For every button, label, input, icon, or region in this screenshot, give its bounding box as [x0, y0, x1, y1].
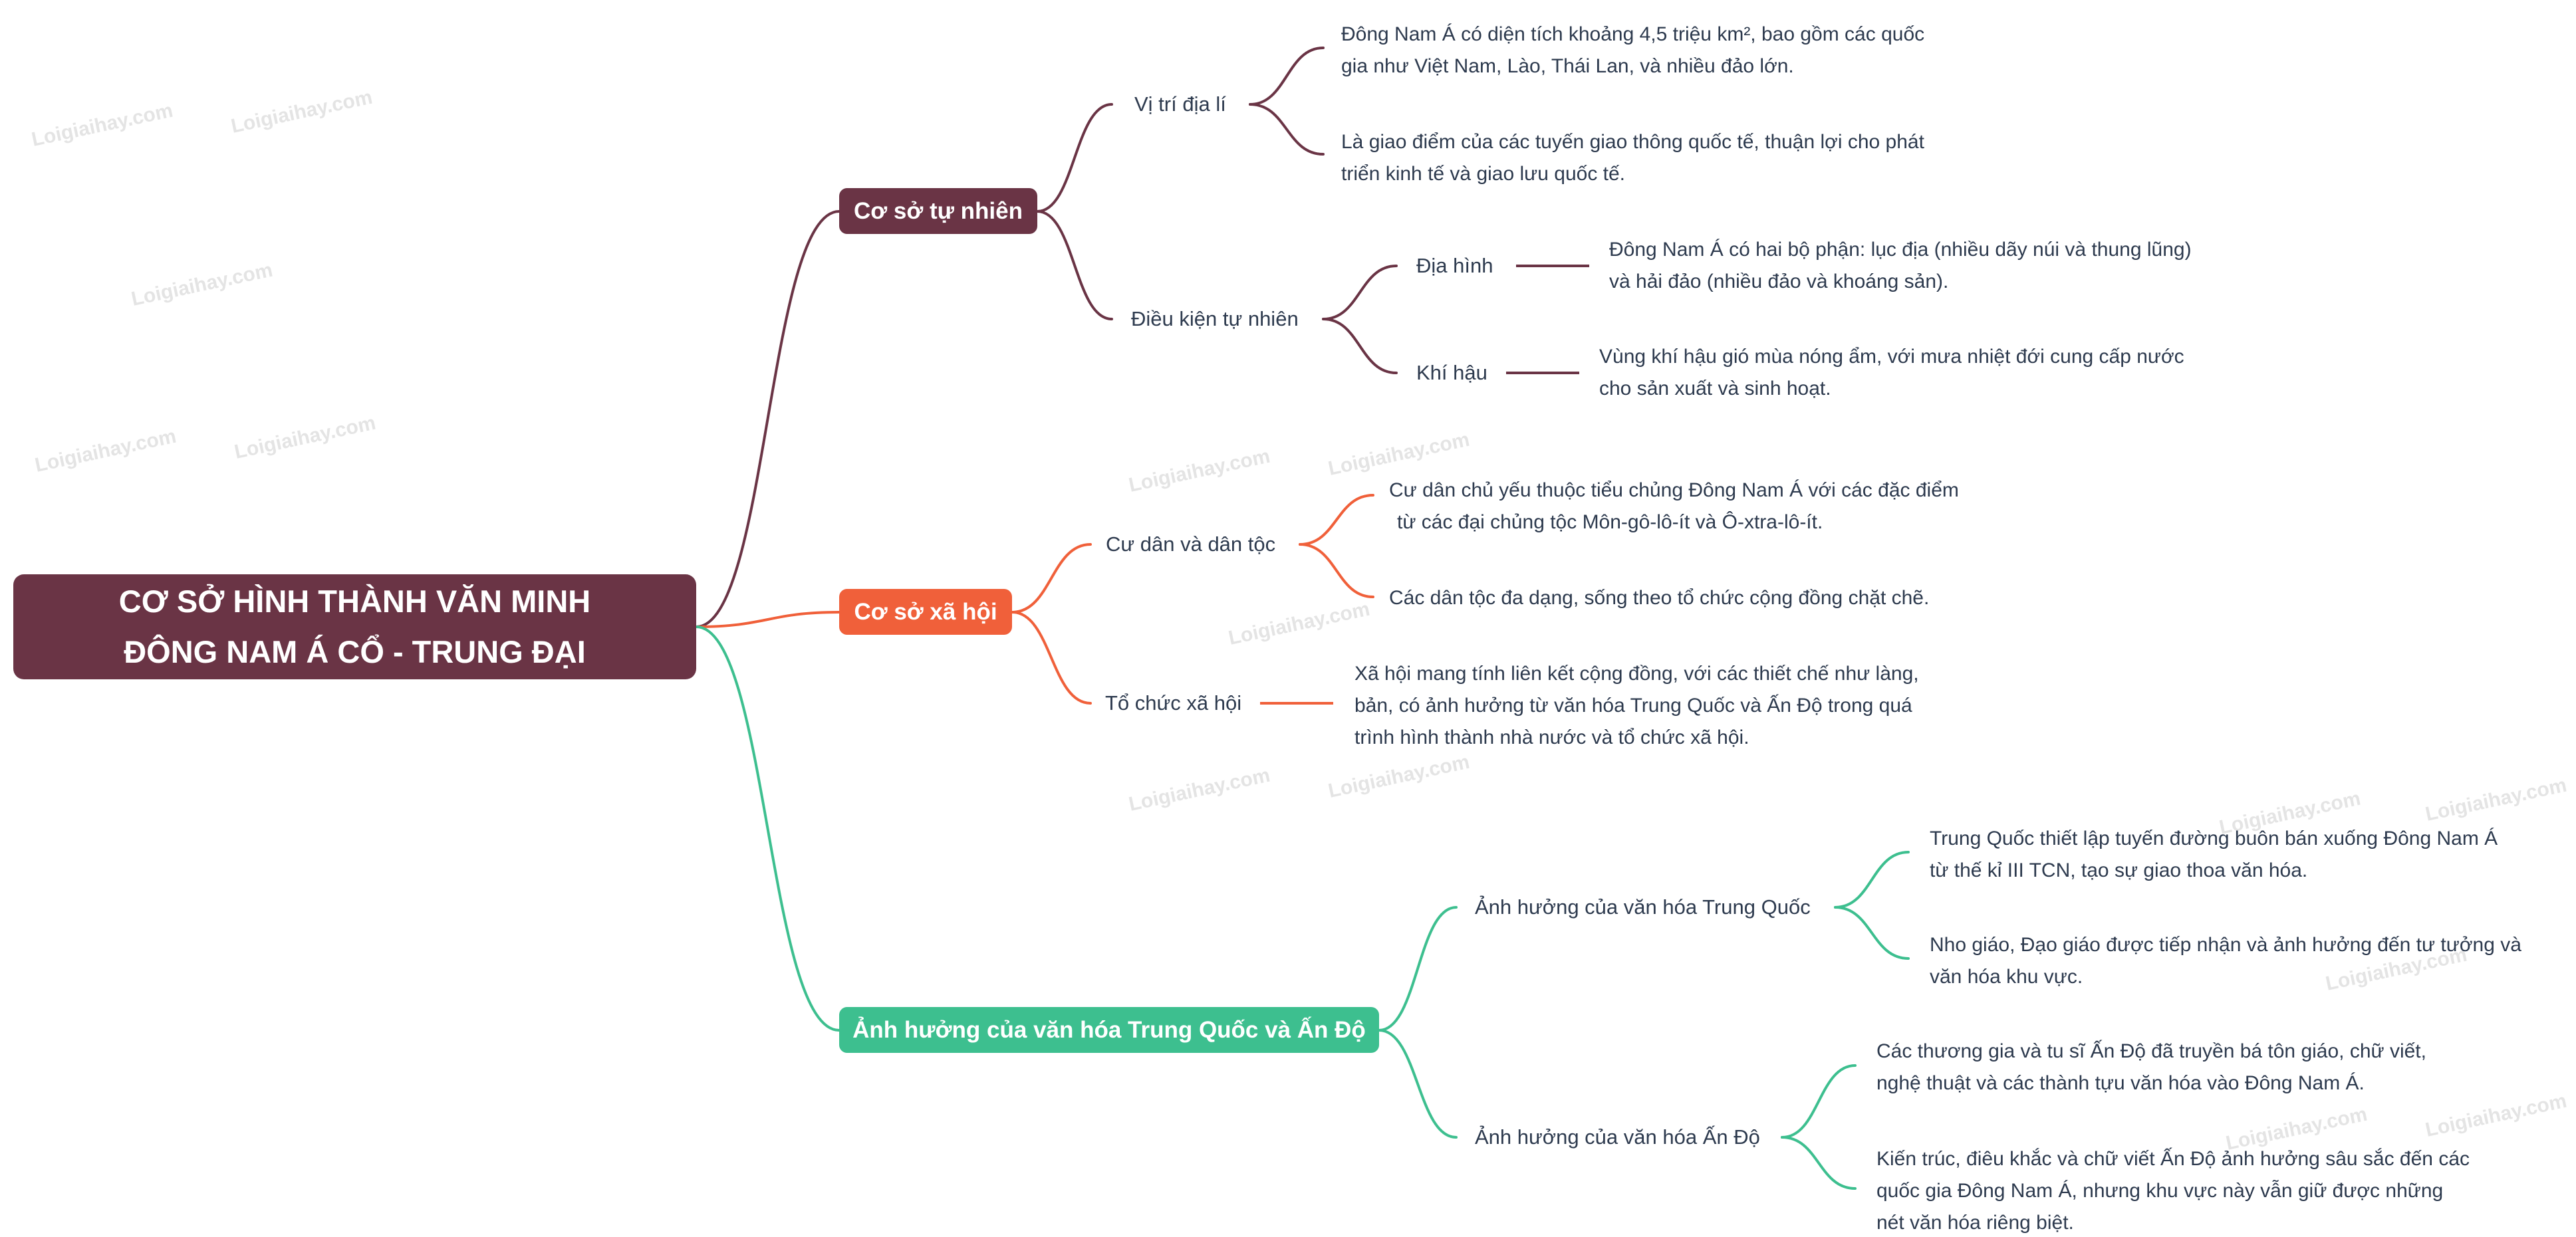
- branch-co-so-xa-hoi[interactable]: Cơ sở xã hội: [839, 589, 1012, 635]
- leaf-cu-dan-1: Cư dân chủ yếu thuộc tiểu chủng Đông Nam…: [1389, 479, 1959, 533]
- leaf-vi-tri-2: Là giao điểm của các tuyến giao thông qu…: [1341, 131, 1924, 185]
- connector-root-to-branch-1: [695, 210, 840, 628]
- connector-cu-dan-leaf-1: [1299, 494, 1374, 546]
- branch-anh-huong-van-hoa[interactable]: Ảnh hưởng của văn hóa Trung Quốc và Ấn Đ…: [839, 1007, 1379, 1053]
- leaf-to-chuc-xa-hoi: Xã hội mang tính liên kết cộng đồng, với…: [1354, 663, 1919, 748]
- root-title-line-2: ĐÔNG NAM Á CỔ - TRUNG ĐẠI: [124, 634, 586, 669]
- topic-vi-tri-dia-li[interactable]: Vị trí địa lí: [1134, 92, 1226, 116]
- leaf-an-do-1: Các thương gia và tu sĩ Ấn Độ đã truyền …: [1876, 1040, 2426, 1094]
- branch-label: Cơ sở tự nhiên: [853, 197, 1023, 224]
- branch-label: Cơ sở xã hội: [854, 598, 997, 625]
- connector-an-do-leaf-1: [1781, 1064, 1857, 1139]
- topic-khi-hau[interactable]: Khí hậu: [1416, 361, 1487, 384]
- connector-b2-to-chuc: [1011, 611, 1092, 705]
- connector-root-to-branch-2: [695, 611, 840, 628]
- connector-b1-vi-tri: [1036, 103, 1113, 213]
- connector-b3-trung-quoc: [1378, 906, 1458, 1032]
- leaf-dia-hinh: Đông Nam Á có hai bộ phận: lục địa (nhiề…: [1609, 239, 2192, 292]
- connector-b3-an-do: [1378, 1029, 1458, 1139]
- topic-anh-huong-an-do[interactable]: Ảnh hưởng của văn hóa Ấn Độ: [1475, 1125, 1760, 1149]
- root-topic[interactable]: CƠ SỞ HÌNH THÀNH VĂN MINH ĐÔNG NAM Á CỔ …: [13, 574, 696, 679]
- leaf-vi-tri-1: Đông Nam Á có diện tích khoảng 4,5 triệu…: [1341, 23, 1925, 77]
- connector-dieu-kien-khi-hau: [1322, 318, 1398, 374]
- connector-root-to-branch-3: [695, 625, 840, 1032]
- leaf-cu-dan-2: Các dân tộc đa dạng, sống theo tổ chức c…: [1389, 587, 1930, 609]
- connector-vi-tri-leaf-1: [1249, 47, 1325, 106]
- leaf-an-do-2: Kiến trúc, điêu khắc và chữ viết Ấn Độ ả…: [1876, 1148, 2470, 1234]
- connector-trung-quoc-leaf-2: [1834, 906, 1910, 960]
- root-title-line-1: CƠ SỞ HÌNH THÀNH VĂN MINH: [118, 584, 591, 619]
- branch-co-so-tu-nhien[interactable]: Cơ sở tự nhiên: [839, 188, 1037, 234]
- connector-trung-quoc-leaf-1: [1834, 851, 1910, 909]
- connector-b1-dieu-kien: [1036, 210, 1113, 320]
- topic-dieu-kien-tu-nhien[interactable]: Điều kiện tự nhiên: [1131, 307, 1299, 330]
- connector-vi-tri-leaf-2: [1249, 103, 1325, 156]
- branch-label: Ảnh hưởng của văn hóa Trung Quốc và Ấn Đ…: [852, 1016, 1366, 1043]
- connector-cu-dan-leaf-2: [1299, 543, 1374, 598]
- topic-dia-hinh[interactable]: Địa hình: [1416, 254, 1493, 277]
- topic-anh-huong-trung-quoc[interactable]: Ảnh hưởng của văn hóa Trung Quốc: [1475, 895, 1811, 919]
- leaf-trung-quoc-2: Nho giáo, Đạo giáo được tiếp nhận và ảnh…: [1930, 934, 2521, 988]
- leaf-khi-hau: Vùng khí hậu gió mùa nóng ẩm, với mưa nh…: [1599, 346, 2184, 399]
- connector-an-do-leaf-2: [1781, 1136, 1857, 1190]
- leaf-trung-quoc-1: Trung Quốc thiết lập tuyến đường buôn bá…: [1930, 828, 2498, 881]
- connector-dieu-kien-dia-hinh: [1322, 265, 1398, 320]
- topic-cu-dan-va-dan-toc[interactable]: Cư dân và dân tộc: [1106, 532, 1276, 556]
- connector-b2-cu-dan: [1011, 543, 1092, 614]
- topic-to-chuc-xa-hoi[interactable]: Tổ chức xã hội: [1105, 691, 1242, 715]
